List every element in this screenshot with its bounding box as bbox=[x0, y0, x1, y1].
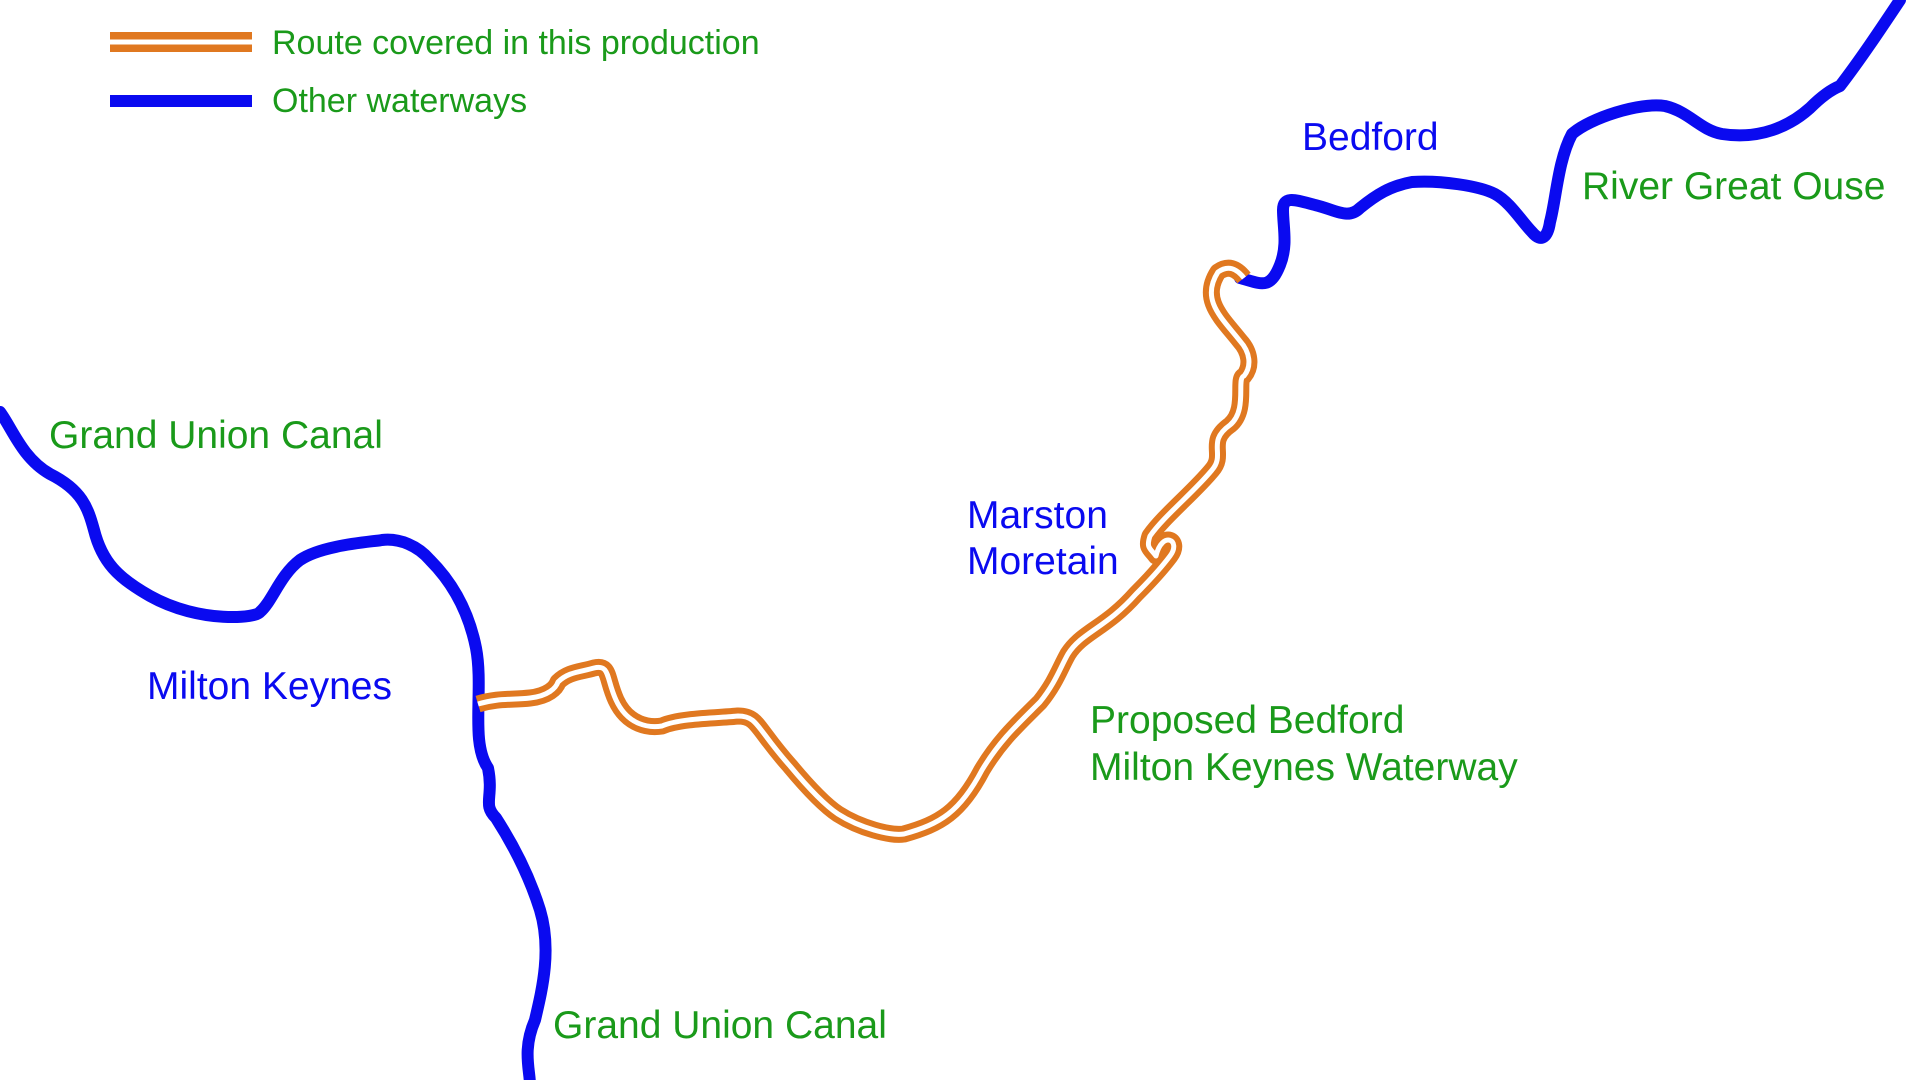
waterway-label-grand-union-canal-north: Grand Union Canal bbox=[49, 414, 383, 457]
river-great-ouse-line bbox=[1234, 0, 1906, 290]
legend-other-label: Other waterways bbox=[272, 82, 527, 120]
place-label-bedford: Bedford bbox=[1302, 116, 1439, 159]
legend-route-label: Route covered in this production bbox=[272, 24, 760, 62]
legend: Route covered in this production Other w… bbox=[110, 24, 760, 120]
waterway-label-river-great-ouse: River Great Ouse bbox=[1582, 165, 1885, 208]
proposed-waterway-route bbox=[475, 259, 1258, 843]
place-label-marston-line1: Marston bbox=[967, 494, 1108, 537]
place-label-marston-line2: Moretain bbox=[967, 540, 1119, 583]
waterway-label-grand-union-canal-south: Grand Union Canal bbox=[553, 1004, 887, 1047]
place-label-milton-keynes: Milton Keynes bbox=[147, 665, 392, 708]
grand-union-canal-line bbox=[0, 406, 552, 1080]
waterway-label-proposed-line1: Proposed Bedford bbox=[1090, 699, 1404, 742]
waterway-label-proposed-line2: Milton Keynes Waterway bbox=[1090, 746, 1518, 789]
